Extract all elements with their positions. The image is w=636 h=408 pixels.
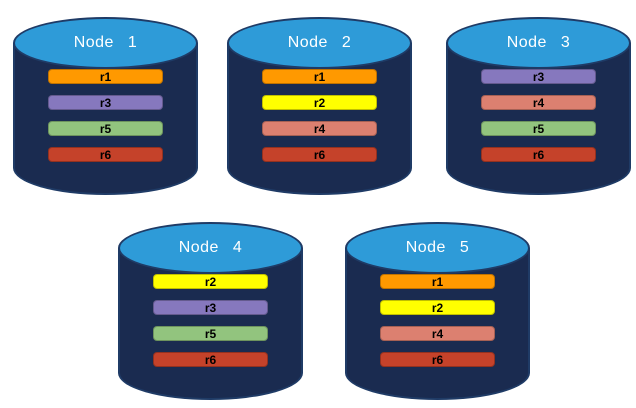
node-3-replica-list: r3 r4 r5 r6 [446, 69, 631, 173]
node-4-title: Node 4 [178, 239, 243, 256]
replica-bar: r5 [153, 326, 268, 341]
replica-bar: r4 [262, 121, 377, 136]
node-2-cylinder-top: Node 2 [227, 17, 412, 69]
replica-bar: r3 [481, 69, 596, 84]
node-4-cylinder: Node 4 r2 r3 r5 r6 [118, 222, 303, 400]
replica-bar: r6 [262, 147, 377, 162]
node-5-replica-list: r1 r2 r4 r6 [345, 274, 530, 378]
node-1-cylinder-top: Node 1 [13, 17, 198, 69]
node-3-title: Node 3 [506, 34, 571, 51]
node-3-cylinder: Node 3 r3 r4 r5 r6 [446, 17, 631, 195]
replica-bar: r2 [380, 300, 495, 315]
replica-bar: r4 [380, 326, 495, 341]
node-2-title: Node 2 [287, 34, 352, 51]
replica-bar: r3 [153, 300, 268, 315]
node-5-cylinder-top: Node 5 [345, 222, 530, 274]
replica-bar: r6 [153, 352, 268, 367]
replica-bar: r1 [380, 274, 495, 289]
node-1-title: Node 1 [73, 34, 138, 51]
node-5-cylinder: Node 5 r1 r2 r4 r6 [345, 222, 530, 400]
node-1-replica-list: r1 r3 r5 r6 [13, 69, 198, 173]
replica-bar: r4 [481, 95, 596, 110]
node-1-cylinder: Node 1 r1 r3 r5 r6 [13, 17, 198, 195]
node-4-cylinder-top: Node 4 [118, 222, 303, 274]
replica-bar: r5 [481, 121, 596, 136]
replica-bar: r1 [262, 69, 377, 84]
node-2-replica-list: r1 r2 r4 r6 [227, 69, 412, 173]
replica-bar: r2 [153, 274, 268, 289]
node-5-title: Node 5 [405, 239, 470, 256]
node-2-cylinder: Node 2 r1 r2 r4 r6 [227, 17, 412, 195]
replica-bar: r3 [48, 95, 163, 110]
replica-bar: r6 [380, 352, 495, 367]
replica-bar: r6 [48, 147, 163, 162]
node-4-replica-list: r2 r3 r5 r6 [118, 274, 303, 378]
node-3-cylinder-top: Node 3 [446, 17, 631, 69]
replica-bar: r2 [262, 95, 377, 110]
replica-bar: r6 [481, 147, 596, 162]
replica-bar: r1 [48, 69, 163, 84]
replica-bar: r5 [48, 121, 163, 136]
